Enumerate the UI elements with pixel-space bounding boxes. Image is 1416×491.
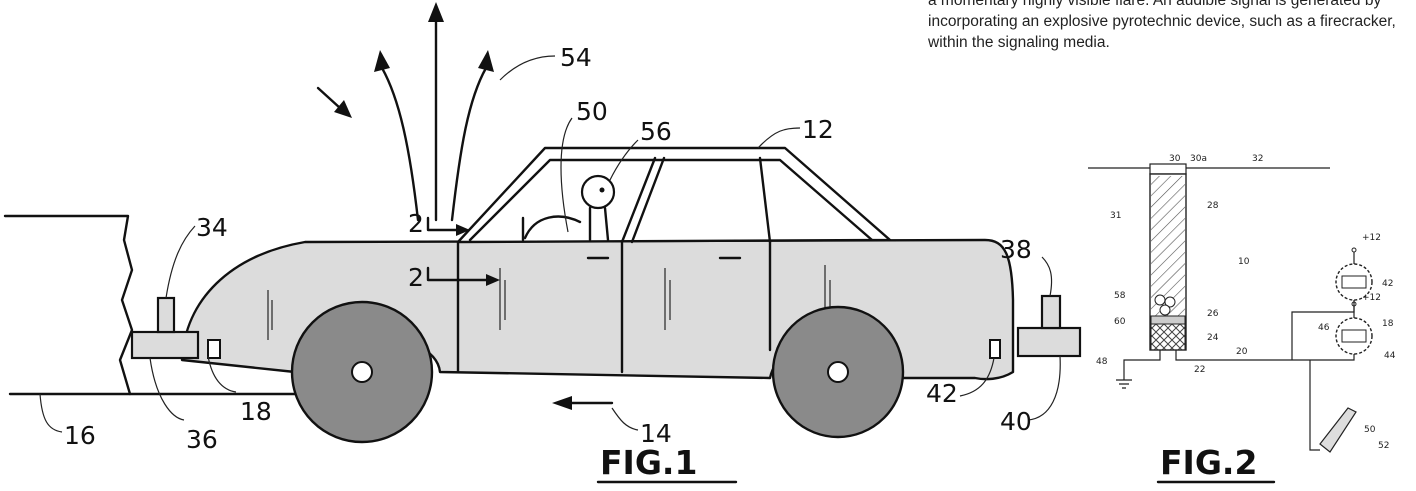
lamp-18 (1335, 301, 1373, 355)
ref2-26: 26 (1207, 309, 1219, 319)
section-line-2 (426, 216, 500, 286)
ref-2-lower: 2 (408, 263, 424, 292)
leader-lines (39, 55, 1061, 433)
ref2-48: 48 (1096, 357, 1108, 367)
ref2-30: 30 (1169, 154, 1181, 164)
pillar-b2 (630, 156, 666, 244)
body-shading (267, 265, 831, 340)
ref-12: 12 (802, 115, 834, 144)
ref2-10: 10 (1238, 257, 1250, 267)
abstract-paragraph: a momentary highly visible flare. An aud… (928, 0, 1396, 51)
barrier-wall (3, 214, 134, 396)
pedal-switch-50 (1319, 407, 1357, 453)
wire-ground (1123, 350, 1161, 380)
rear-bumper-40 (1016, 326, 1082, 358)
ref-38: 38 (1000, 235, 1032, 264)
signaling-media-28 (1151, 176, 1185, 316)
wire-18 (1310, 354, 1355, 361)
ref2-20: 20 (1236, 347, 1248, 357)
ref-16: 16 (64, 421, 96, 450)
cap-30 (1149, 163, 1187, 175)
ref2-30a: 30a (1190, 154, 1207, 164)
ref2-plus12-b: +12 (1362, 293, 1381, 303)
ref2-52: 52 (1378, 441, 1389, 451)
ref2-44: 44 (1384, 351, 1396, 361)
front-wheel (290, 300, 434, 444)
figure-2: 30 30a 32 31 28 10 58 26 60 24 20 48 22 … (1088, 154, 1396, 484)
wire-switch (1309, 360, 1320, 451)
ref-42: 42 (926, 379, 958, 408)
ref2-42: 42 (1382, 279, 1393, 289)
ref2-18: 18 (1382, 319, 1394, 329)
ref-54: 54 (560, 43, 592, 72)
figure-1: 54 50 56 12 34 2 2 38 18 16 36 14 42 40 … (3, 2, 1082, 484)
front-bumper-36 (130, 330, 200, 360)
fig1-title: FIG.1 (600, 443, 697, 482)
flare-charge-26 (1150, 315, 1186, 325)
ref2-plus12-a: +12 (1362, 233, 1381, 243)
rear-device-38 (1040, 294, 1062, 330)
pillar-b (620, 156, 657, 244)
ref-56: 56 (640, 117, 672, 146)
ref-2-upper: 2 (408, 209, 424, 238)
firecracker-58 (1154, 294, 1176, 316)
ref2-24: 24 (1207, 333, 1219, 343)
driver-figure (521, 174, 616, 242)
ref-18: 18 (240, 397, 272, 426)
wire-20 (1175, 350, 1310, 361)
ref-36: 36 (186, 425, 218, 454)
front-device-34 (156, 296, 176, 334)
motion-arrow-14 (552, 396, 614, 410)
ref2-32: 32 (1252, 154, 1263, 164)
rear-wheel (771, 305, 905, 439)
ref2-58: 58 (1114, 291, 1126, 301)
ref2-60: 60 (1114, 317, 1126, 327)
ref-50: 50 (576, 97, 608, 126)
abstract-text: a momentary highly visible flare. An aud… (928, 0, 1398, 53)
roof-inner-line (468, 158, 874, 242)
ref-34: 34 (196, 213, 228, 242)
ref2-28: 28 (1207, 201, 1219, 211)
rear-signal-42 (989, 339, 1001, 359)
fig2-title: FIG.2 (1160, 443, 1257, 482)
lamp-42 (1335, 247, 1373, 301)
ref2-22: 22 (1194, 365, 1205, 375)
ref-14: 14 (640, 419, 672, 448)
igniter-24 (1150, 323, 1186, 351)
ref2-50: 50 (1364, 425, 1376, 435)
ground-symbol-48 (1116, 379, 1132, 389)
signal-arrows (316, 2, 494, 222)
ref-40: 40 (1000, 407, 1032, 436)
ref2-31: 31 (1110, 211, 1121, 221)
pillar-c (758, 156, 772, 244)
front-signal-18 (207, 339, 221, 359)
ref2-46: 46 (1318, 323, 1330, 333)
